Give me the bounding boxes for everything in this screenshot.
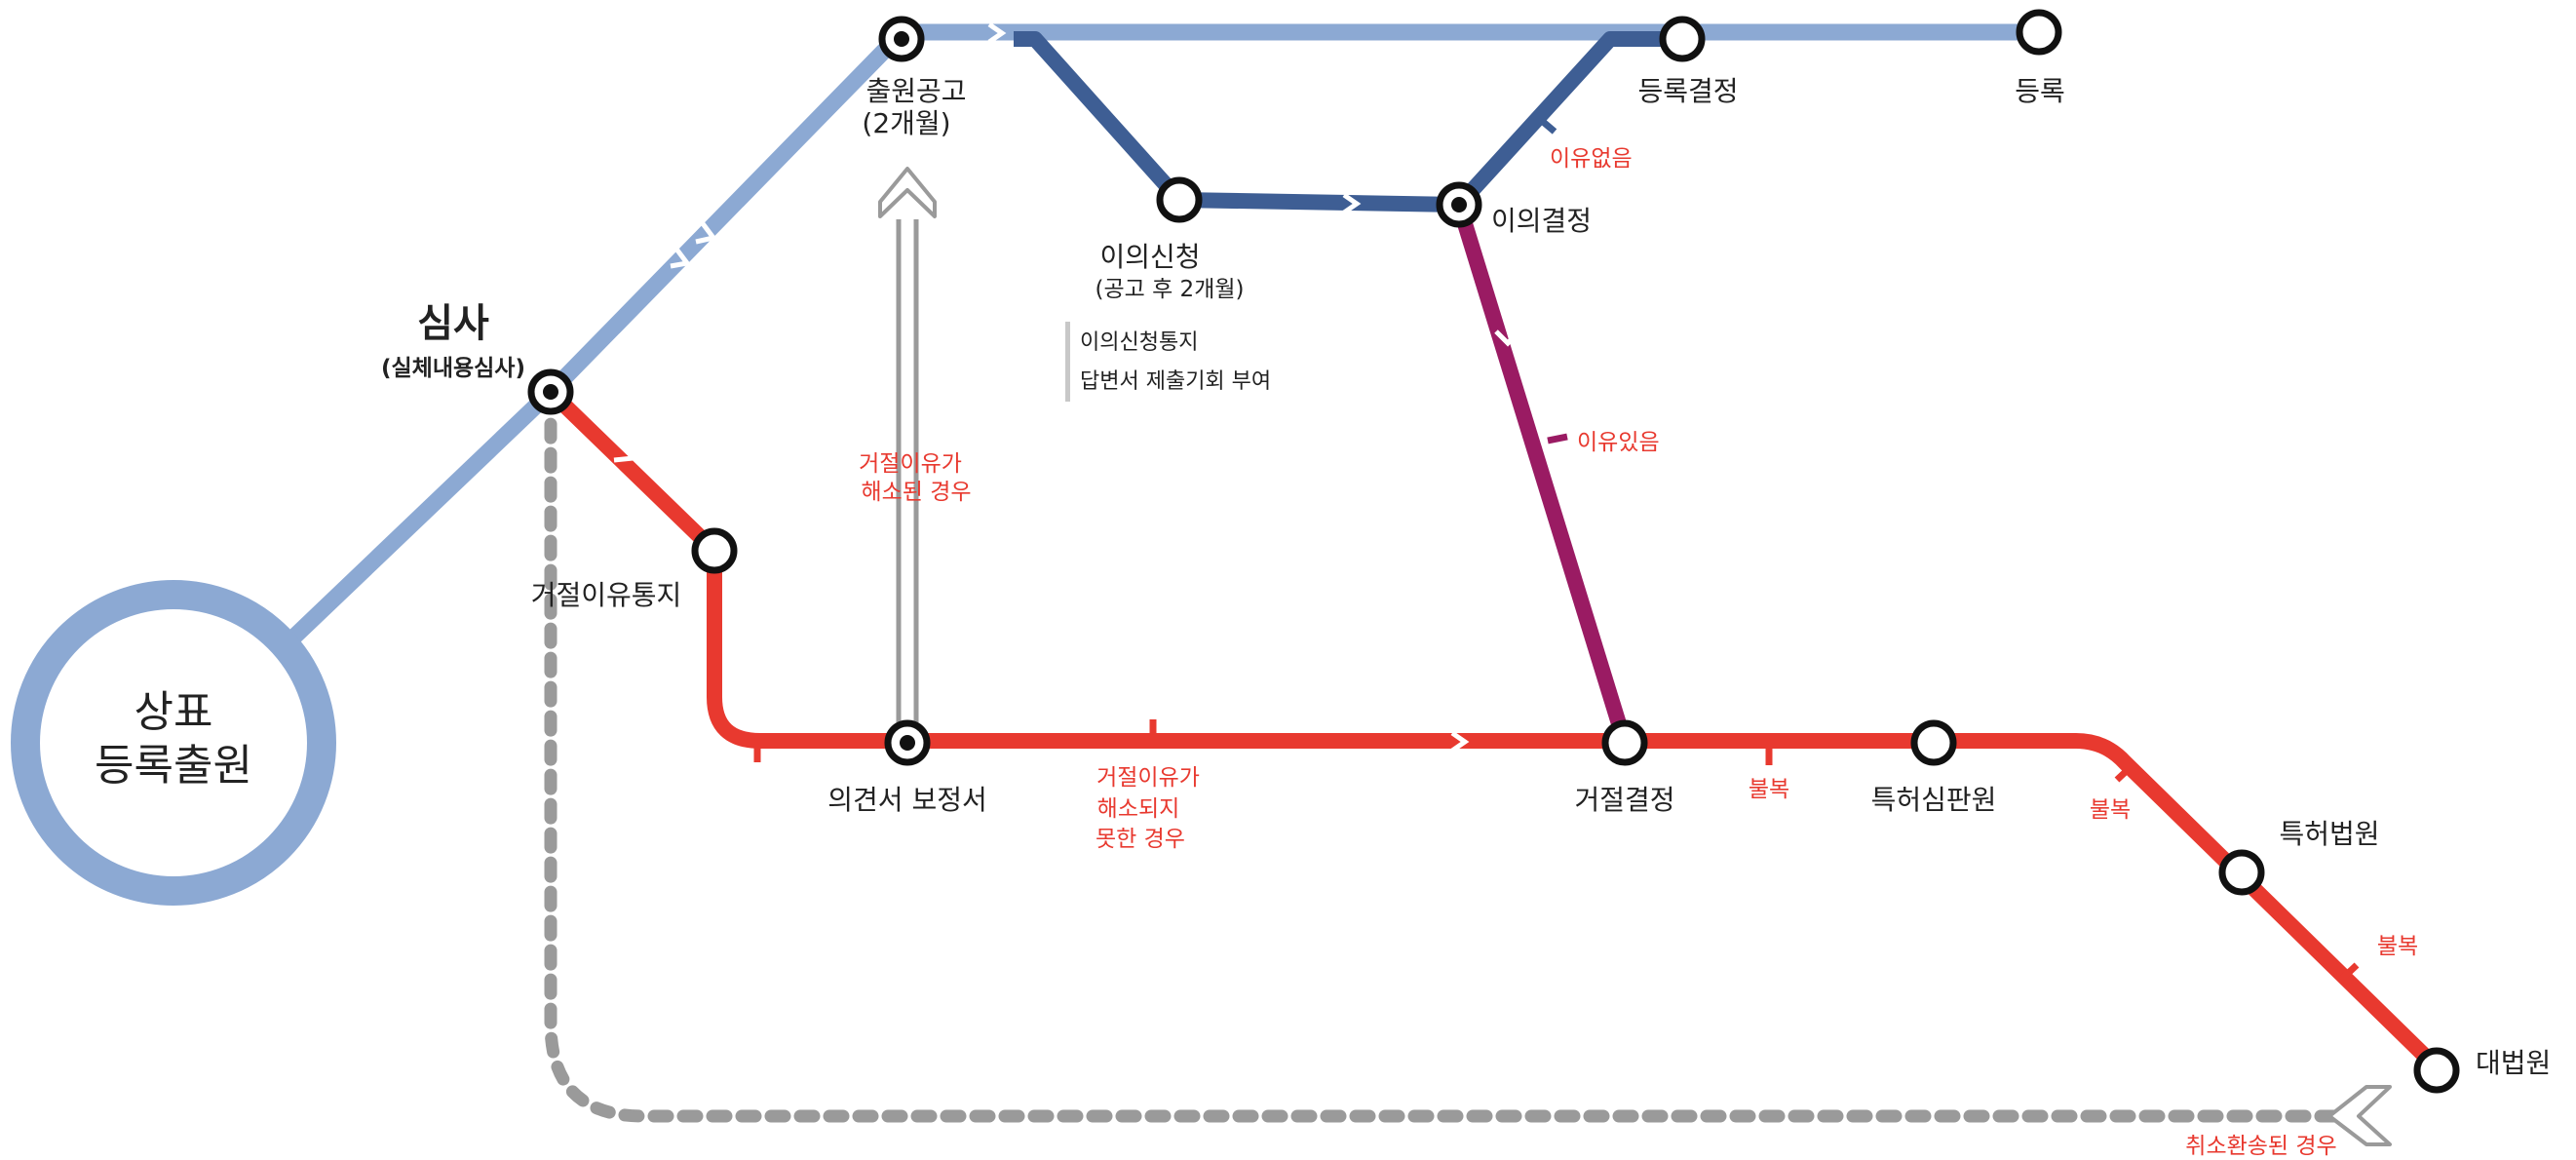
station-rejection-decision[interactable] — [1601, 719, 1648, 766]
station-publication[interactable] — [878, 16, 925, 62]
application-line-origin-to-examination — [287, 385, 557, 645]
label-no-reason: 이유없음 — [1550, 146, 1633, 172]
label-appeal-3: 불복 — [2377, 934, 2418, 959]
label-appeal-1: 불복 — [1749, 777, 1789, 802]
direction-chevron — [1342, 192, 1362, 215]
publication-subtitle: (2개월) — [862, 107, 950, 139]
label-not-resolved-3: 못한 경우 — [1096, 827, 1185, 852]
note-opposition-notice: 이의신청통지 — [1080, 330, 1198, 355]
rejection-line — [545, 386, 2442, 1073]
station-opposition-filing[interactable] — [1156, 176, 1203, 223]
label-not-resolved-2: 해소되지 — [1097, 796, 1180, 822]
direction-chevron — [613, 440, 638, 463]
tick-has-reason — [1547, 433, 1568, 445]
tick-no-reason — [1532, 112, 1557, 135]
note-answer-opportunity: 답변서 제출기회 부여 — [1080, 369, 1271, 394]
label-has-reason: 이유있음 — [1577, 430, 1660, 455]
tick-appeal-2 — [2114, 763, 2134, 783]
opposition-line — [1014, 31, 1682, 213]
origin-label-line2: 등록출원 — [95, 741, 252, 791]
registration-decision-title: 등록결정 — [1637, 75, 1738, 107]
application-line-examination-to-publication — [544, 33, 903, 398]
patent-court-title: 특허법원 — [2279, 818, 2379, 850]
written-opinion-title: 의견서 보정서 — [827, 784, 986, 816]
direction-chevron — [695, 220, 718, 245]
direction-chevron — [670, 246, 692, 269]
station-registration[interactable] — [2016, 9, 2062, 56]
station-supreme-court[interactable] — [2413, 1047, 2460, 1094]
station-opposition-decision[interactable] — [1436, 181, 1482, 228]
opposition-filing-title: 이의신청 — [1099, 241, 1200, 273]
station-dot — [900, 735, 915, 751]
up-arrow-head — [878, 167, 937, 218]
direction-chevron — [1450, 730, 1470, 754]
rejection-notice-title: 거절이유통지 — [531, 579, 682, 611]
direction-chevron — [987, 21, 1007, 45]
station-examination[interactable] — [527, 368, 574, 415]
label-appeal-2: 불복 — [2090, 797, 2131, 823]
label-remanded: 취소환송된 경우 — [2185, 1134, 2336, 1159]
label-resolved-1: 거절이유가 — [859, 451, 962, 477]
station-dot — [543, 384, 558, 400]
origin-label-line1: 상표 — [135, 687, 213, 737]
examination-subtitle: (실체내용심사) — [381, 356, 525, 381]
stations — [527, 9, 2460, 1094]
station-dot — [1451, 197, 1467, 213]
station-labels: 심사 (실체내용심사) 출원공고 (2개월) 등록결정 등록 이의신청 (공고 … — [381, 75, 2551, 1079]
supreme-court-title: 대법원 — [2476, 1047, 2551, 1079]
label-resolved-2: 해소된 경우 — [861, 480, 971, 505]
station-registration-decision[interactable] — [1659, 16, 1706, 62]
notes-bar — [1065, 322, 1070, 402]
tick-appeal-3 — [2338, 962, 2360, 983]
opposition-decision-line — [1451, 202, 1633, 746]
examination-title: 심사 — [417, 301, 489, 346]
left-arrow-head — [2327, 1085, 2392, 1146]
station-written-opinion[interactable] — [884, 719, 931, 766]
registration-title: 등록 — [2015, 75, 2065, 107]
direction-chevron — [1494, 329, 1520, 347]
station-rejection-notice[interactable] — [691, 527, 738, 574]
opposition-decision-title: 이의결정 — [1491, 205, 1592, 237]
origin-circle — [11, 580, 336, 906]
ip-tribunal-title: 특허심판원 — [1871, 784, 1997, 816]
station-dot — [894, 31, 909, 47]
label-not-resolved-1: 거절이유가 — [1096, 765, 1200, 791]
station-patent-court[interactable] — [2218, 849, 2265, 896]
remand-dashed-line — [544, 412, 2341, 1123]
station-ip-tribunal[interactable] — [1910, 719, 1957, 766]
rejection-decision-title: 거절결정 — [1574, 784, 1674, 816]
route-lines — [287, 23, 2442, 1123]
branch-labels: 이유없음 이유있음 거절이유가 해소된 경우 거절이유가 해소되지 못한 경우 … — [859, 146, 2418, 1159]
publication-title: 출원공고 — [865, 75, 966, 107]
opposition-filing-subtitle: (공고 후 2개월) — [1095, 277, 1244, 302]
direction-markers — [613, 21, 2360, 983]
